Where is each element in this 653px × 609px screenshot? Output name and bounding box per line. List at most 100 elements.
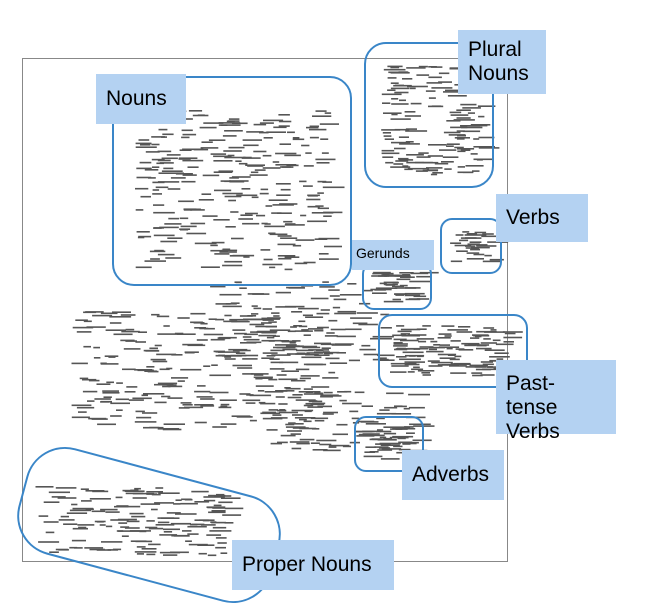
word-mark [262,167,281,169]
word-mark [473,138,480,140]
word-mark [389,436,409,439]
word-mark [458,326,471,328]
word-mark [126,520,140,523]
word-mark [295,368,310,371]
word-mark [190,209,205,211]
word-mark [394,293,406,295]
word-mark [138,331,147,333]
word-mark [487,241,509,243]
word-mark [415,161,433,164]
word-mark [253,376,273,379]
word-mark [183,209,193,211]
word-mark [315,110,327,112]
word-mark [347,283,357,285]
word-mark [419,346,434,348]
word-mark [270,442,282,445]
word-mark [161,170,183,172]
word-mark [285,426,306,428]
word-mark [450,242,462,244]
word-mark [323,449,341,452]
word-mark [121,330,140,333]
label-adverbs: Adverbs [402,450,504,500]
word-mark [63,523,78,525]
word-mark [92,314,113,317]
word-mark [224,180,237,183]
word-mark [163,167,174,170]
word-mark [126,386,138,388]
word-mark [361,405,373,407]
word-mark [275,396,285,398]
word-mark [213,171,233,173]
word-mark [301,144,310,147]
word-mark [380,444,400,446]
word-mark [69,509,92,512]
word-mark [250,171,259,174]
word-mark [413,295,427,298]
word-mark [395,428,403,430]
word-mark [228,146,245,149]
word-mark [318,253,329,255]
word-mark [246,341,262,344]
word-mark [78,526,87,529]
word-mark [312,402,326,405]
word-mark [323,215,332,217]
word-mark [76,406,95,409]
word-mark [356,312,378,314]
word-mark [309,128,327,131]
word-mark [336,423,348,426]
word-mark [85,508,94,510]
word-mark [263,119,284,122]
word-mark [272,335,280,337]
region-plural-nouns [364,42,494,188]
word-mark [381,274,403,277]
word-mark [234,332,247,335]
word-mark [268,321,277,323]
word-mark [400,333,410,335]
word-mark [89,548,105,551]
word-mark [104,355,119,357]
word-mark [120,314,136,316]
word-mark [394,348,408,351]
word-mark [199,126,217,129]
word-mark [381,149,395,152]
word-mark [203,122,224,124]
word-mark [240,214,253,216]
word-mark [407,167,430,170]
word-mark [450,372,467,374]
word-mark [82,390,98,393]
word-mark [322,377,339,379]
word-mark [135,142,152,145]
word-mark [158,172,178,174]
word-mark [235,352,246,354]
word-mark [394,91,409,94]
word-mark [116,530,124,532]
word-mark [222,135,237,137]
word-mark [429,348,437,351]
word-mark [483,327,495,329]
word-mark [203,333,224,336]
word-mark [224,356,232,358]
word-mark [421,372,430,374]
word-mark [166,367,173,370]
word-mark [218,170,234,172]
word-mark [294,423,304,425]
word-mark [450,340,461,342]
word-mark [249,419,257,422]
word-mark [386,392,404,395]
word-mark [286,286,305,289]
word-mark [123,348,141,350]
word-mark [459,239,469,242]
word-mark [355,430,373,433]
label-past-tense-verbs: Past-tense Verbs [496,360,616,443]
word-mark [392,334,407,337]
word-mark [241,188,251,190]
word-mark [383,68,406,71]
word-mark [163,528,180,531]
word-mark [223,320,238,323]
word-mark [315,205,324,207]
word-mark [166,512,181,514]
word-mark [438,72,450,75]
word-mark [177,317,190,319]
word-mark [249,323,265,326]
word-mark [319,443,332,446]
